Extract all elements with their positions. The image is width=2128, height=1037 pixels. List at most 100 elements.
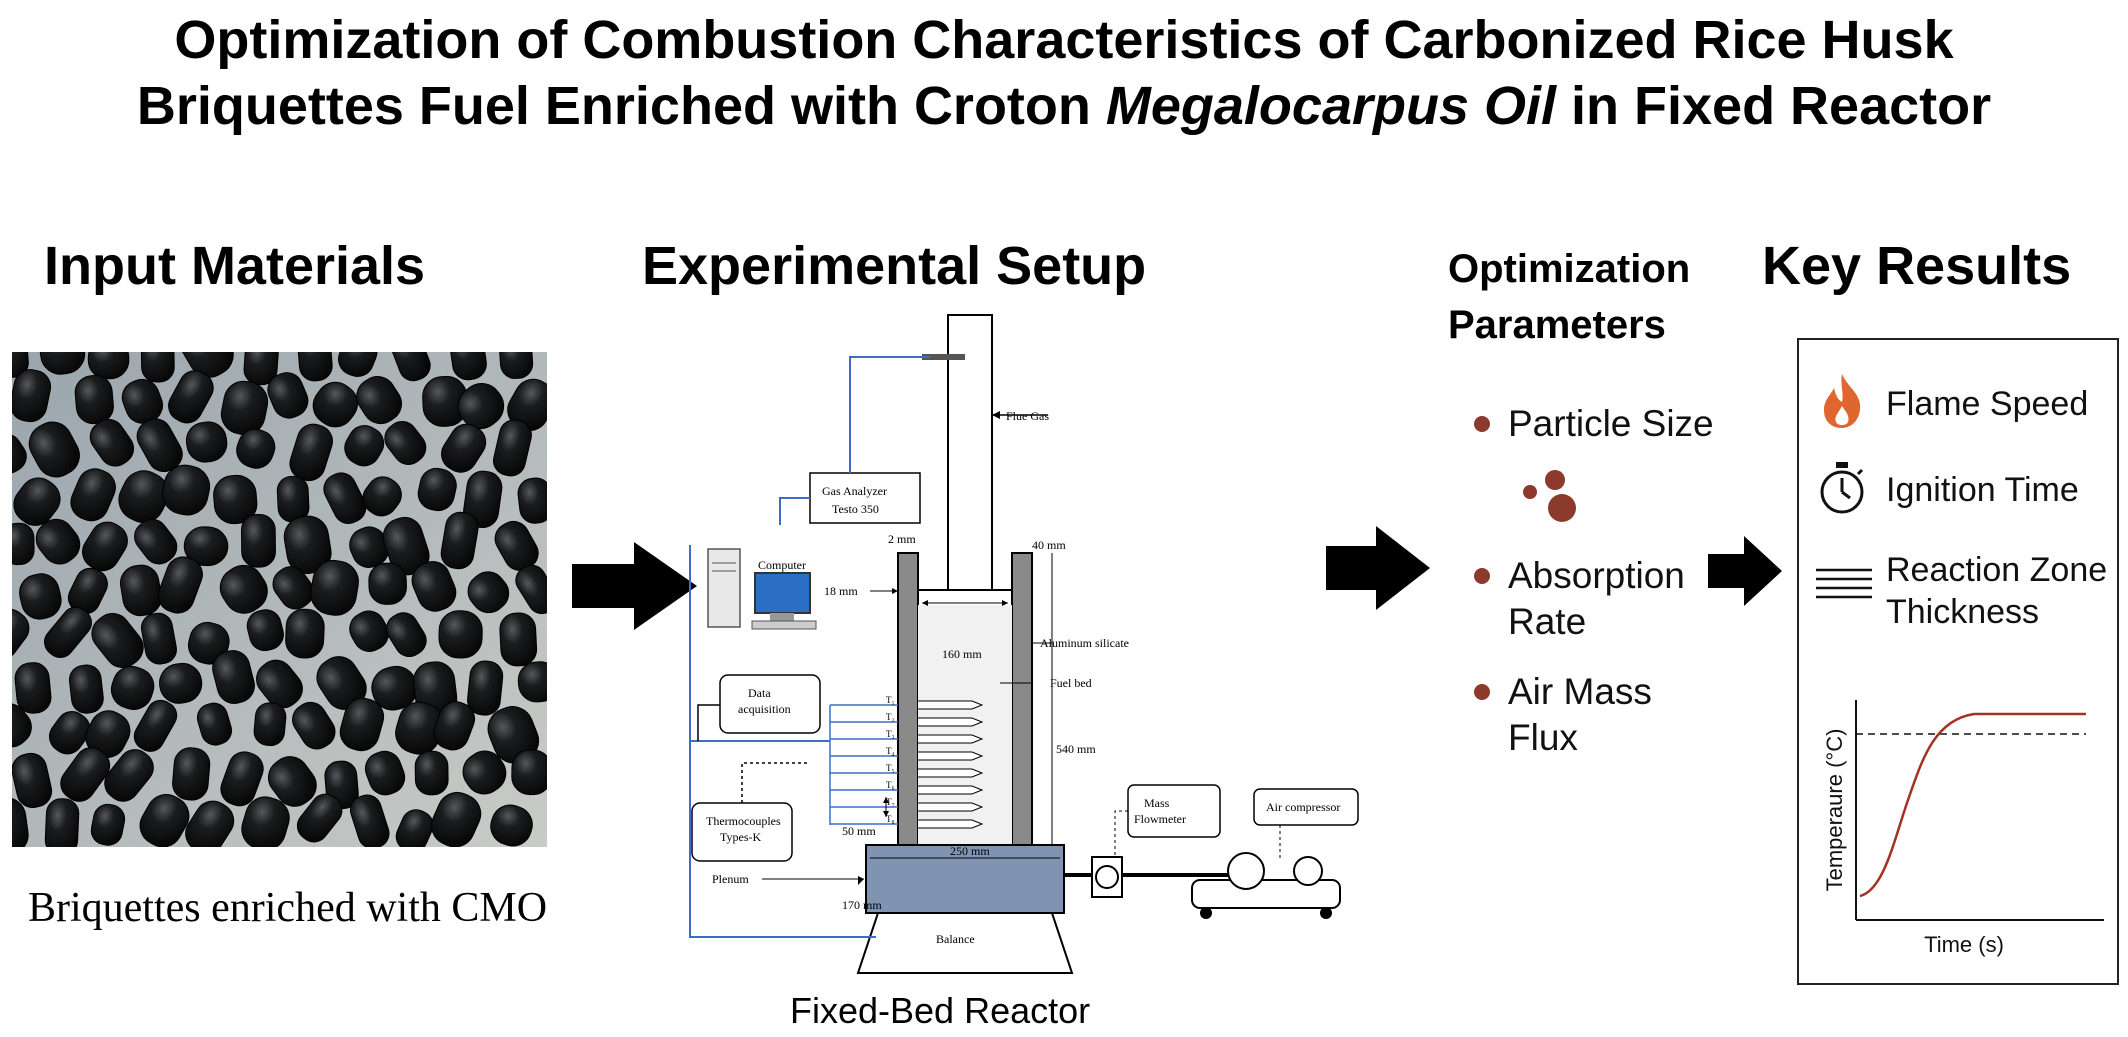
- briquette: [140, 352, 175, 383]
- dim-50mm-label: 50 mm: [842, 824, 876, 838]
- briquette: [240, 513, 276, 568]
- particles-icon: [1523, 470, 1576, 522]
- param-absorption-line-2: Rate: [1508, 601, 1587, 642]
- briquette: [441, 423, 487, 473]
- briquette: [243, 352, 279, 386]
- balance-label: Balance: [936, 932, 975, 946]
- briquette: [517, 661, 547, 703]
- thermocouple-rod: [918, 768, 984, 778]
- briquette: [499, 612, 538, 667]
- briquette: [89, 418, 135, 467]
- briquette: [185, 421, 228, 463]
- title-line-1: Optimization of Combustion Characteristi…: [174, 10, 1954, 70]
- briquettes-photo: [12, 352, 547, 847]
- briquette: [179, 352, 234, 378]
- briquette: [12, 752, 53, 808]
- briquette: [68, 664, 104, 714]
- briquette: [285, 608, 325, 659]
- briquette: [267, 756, 317, 807]
- title-line-2: Briquettes Fuel Enriched with Croton Meg…: [136, 76, 1992, 136]
- briquette: [490, 804, 533, 847]
- thermocouple-label: T₈: [886, 814, 895, 824]
- briquette: [104, 749, 154, 802]
- briquette: [467, 571, 510, 614]
- thermocouple-rod: [918, 734, 984, 744]
- briquette: [267, 372, 309, 419]
- briquette: [384, 420, 427, 465]
- briquette: [499, 352, 534, 379]
- thermocouples-label-1: Thermocouples: [706, 814, 781, 828]
- data-acquisition-label-1: Data: [748, 686, 771, 700]
- briquette: [13, 477, 61, 526]
- briquette: [82, 521, 128, 572]
- thermocouple-rod: [918, 819, 984, 829]
- briquette: [19, 573, 62, 620]
- setup-caption: Fixed-Bed Reactor: [790, 990, 1091, 1031]
- briquette: [44, 798, 80, 847]
- air-compressor-label: Air compressor: [1266, 800, 1340, 814]
- briquette: [12, 522, 35, 566]
- thermocouple-rod: [918, 717, 984, 727]
- briquette: [12, 352, 29, 378]
- briquette: [38, 352, 86, 375]
- input-materials-heading: Input Materials: [44, 236, 426, 296]
- briquette: [183, 526, 229, 567]
- briquette: [395, 809, 434, 847]
- arrow-right-1-icon: [572, 542, 697, 630]
- briquette: [172, 747, 211, 801]
- param-air-mass-line-1: Air Mass: [1508, 671, 1652, 712]
- chart-y-label: Temperaure (°C): [1822, 729, 1847, 892]
- dim-540mm-label: 540 mm: [1056, 742, 1096, 756]
- briquette: [368, 562, 407, 605]
- optimization-heading-2: Parameters: [1448, 303, 1666, 347]
- aluminum-silicate-label: Aluminum silicate: [1040, 636, 1129, 650]
- briquette: [14, 662, 52, 714]
- briquette: [386, 612, 427, 657]
- result-ignition-time: Ignition Time: [1886, 471, 2079, 509]
- briquette: [349, 610, 389, 652]
- briquette: [253, 702, 287, 747]
- thermocouple-rod: [918, 751, 984, 761]
- computer-label: Computer: [758, 558, 806, 572]
- briquette: [362, 476, 402, 517]
- briquette: [48, 711, 91, 755]
- briquette: [515, 564, 547, 615]
- dim-170mm-label: 170 mm: [842, 898, 882, 912]
- briquette: [90, 803, 126, 846]
- thermocouple-label: T₆: [886, 780, 895, 790]
- briquette: [457, 383, 505, 430]
- briquette: [493, 419, 532, 477]
- bullet-dot: [1474, 568, 1490, 584]
- briquette: [462, 750, 507, 795]
- briquette: [213, 474, 258, 525]
- briquette: [310, 559, 359, 616]
- briquette: [246, 609, 284, 652]
- dim-250mm-label: 250 mm: [950, 844, 990, 858]
- thermocouple-rod: [918, 785, 984, 795]
- key-results-panel: [1797, 338, 2119, 985]
- briquette: [276, 475, 310, 523]
- optimization-heading-1: Optimization: [1448, 247, 1691, 291]
- briquette: [12, 369, 52, 423]
- result-flame-speed: Flame Speed: [1886, 385, 2089, 423]
- mass-flowmeter-label-2: Flowmeter: [1134, 812, 1186, 826]
- stopwatch-icon: [1820, 462, 1864, 514]
- thermocouple-label: T₇: [886, 797, 895, 807]
- briquette: [517, 477, 547, 524]
- briquette: [349, 794, 390, 847]
- briquette: [87, 352, 130, 380]
- briquette: [110, 665, 155, 710]
- briquette: [134, 518, 178, 565]
- briquette: [417, 467, 457, 512]
- arrow-right-2-icon: [1326, 526, 1430, 610]
- thermocouple-label: T₄: [886, 746, 895, 756]
- briquette: [187, 621, 230, 665]
- briquette: [139, 794, 190, 847]
- arrow-right-3-icon: [1708, 536, 1782, 606]
- chart-x-label: Time (s): [1924, 932, 2004, 957]
- briquette: [338, 352, 378, 377]
- param-air-mass-line-2: Flux: [1508, 717, 1578, 758]
- briquette: [157, 556, 203, 614]
- briquette: [256, 659, 303, 709]
